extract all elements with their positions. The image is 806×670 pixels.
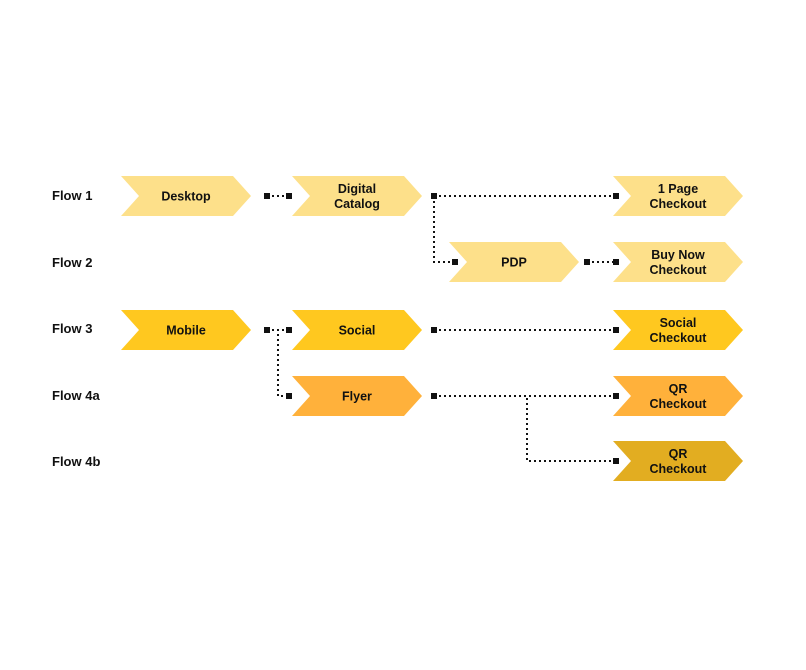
connector-end-marker bbox=[613, 393, 619, 399]
chevron-shape bbox=[613, 176, 743, 216]
flow-4b-label: Flow 4b bbox=[52, 454, 101, 469]
connector-end-marker bbox=[286, 327, 292, 333]
flow-step-pdp: PDP bbox=[449, 242, 579, 282]
flow-step-label: Social bbox=[660, 316, 697, 330]
chevron-shape bbox=[613, 376, 743, 416]
flow-step-desktop: Desktop bbox=[121, 176, 251, 216]
connector-end-marker bbox=[613, 193, 619, 199]
flow-step-label: Flyer bbox=[342, 390, 372, 404]
flow-step-label: PDP bbox=[501, 256, 527, 270]
flow-step-label: 1 Page bbox=[658, 182, 698, 196]
chevron-shape bbox=[613, 441, 743, 481]
flow-step-label: Checkout bbox=[650, 263, 708, 277]
connector-start-marker bbox=[264, 327, 270, 333]
chevron-shape bbox=[292, 376, 422, 416]
chevron-shape bbox=[292, 176, 422, 216]
flow-step-label: Checkout bbox=[650, 197, 708, 211]
connector-digital-catalog-to-pdp bbox=[433, 196, 455, 263]
flow-step-flyer: Flyer bbox=[292, 376, 422, 416]
connector-start-marker bbox=[431, 393, 437, 399]
flow-step-label: Desktop bbox=[161, 190, 211, 204]
connector-start-marker bbox=[264, 193, 270, 199]
connector-start-marker bbox=[431, 193, 437, 199]
connector-start-marker bbox=[431, 327, 437, 333]
connector-start-marker bbox=[584, 259, 590, 265]
flow-step-mobile: Mobile bbox=[121, 310, 251, 350]
connector-end-marker bbox=[286, 393, 292, 399]
connector-end-marker bbox=[286, 193, 292, 199]
flow-step-label: Checkout bbox=[650, 331, 708, 345]
flow-step-label: Catalog bbox=[334, 197, 380, 211]
flow-2-label: Flow 2 bbox=[52, 255, 93, 270]
flow-step-label: QR bbox=[669, 382, 688, 396]
flow-step-label: Buy Now bbox=[651, 248, 705, 262]
chevron-shape bbox=[613, 242, 743, 282]
connector-end-marker bbox=[452, 259, 458, 265]
chevron-shape bbox=[449, 242, 579, 282]
chevron-shape bbox=[292, 310, 422, 350]
flow-step-label: QR bbox=[669, 447, 688, 461]
flow-step-social: Social bbox=[292, 310, 422, 350]
flow-4a-label: Flow 4a bbox=[52, 388, 100, 403]
chevron-shape bbox=[121, 310, 251, 350]
connector-end-marker bbox=[613, 327, 619, 333]
flow-step-label: Social bbox=[339, 324, 376, 338]
connector-mobile-to-flyer bbox=[267, 329, 289, 397]
connectors bbox=[264, 193, 619, 464]
flow-step-label: Mobile bbox=[166, 324, 206, 338]
connector-end-marker bbox=[613, 259, 619, 265]
chevron-shape bbox=[121, 176, 251, 216]
connector-flyer-to-qr-checkout-4b bbox=[434, 395, 616, 462]
flow-3-label: Flow 3 bbox=[52, 321, 93, 336]
flow-step-label: Checkout bbox=[650, 397, 708, 411]
flow-step-label: Digital bbox=[338, 182, 376, 196]
flow-step-label: Checkout bbox=[650, 462, 708, 476]
chevron-shape bbox=[613, 310, 743, 350]
connector-end-marker bbox=[613, 458, 619, 464]
flow-1-label: Flow 1 bbox=[52, 188, 93, 203]
